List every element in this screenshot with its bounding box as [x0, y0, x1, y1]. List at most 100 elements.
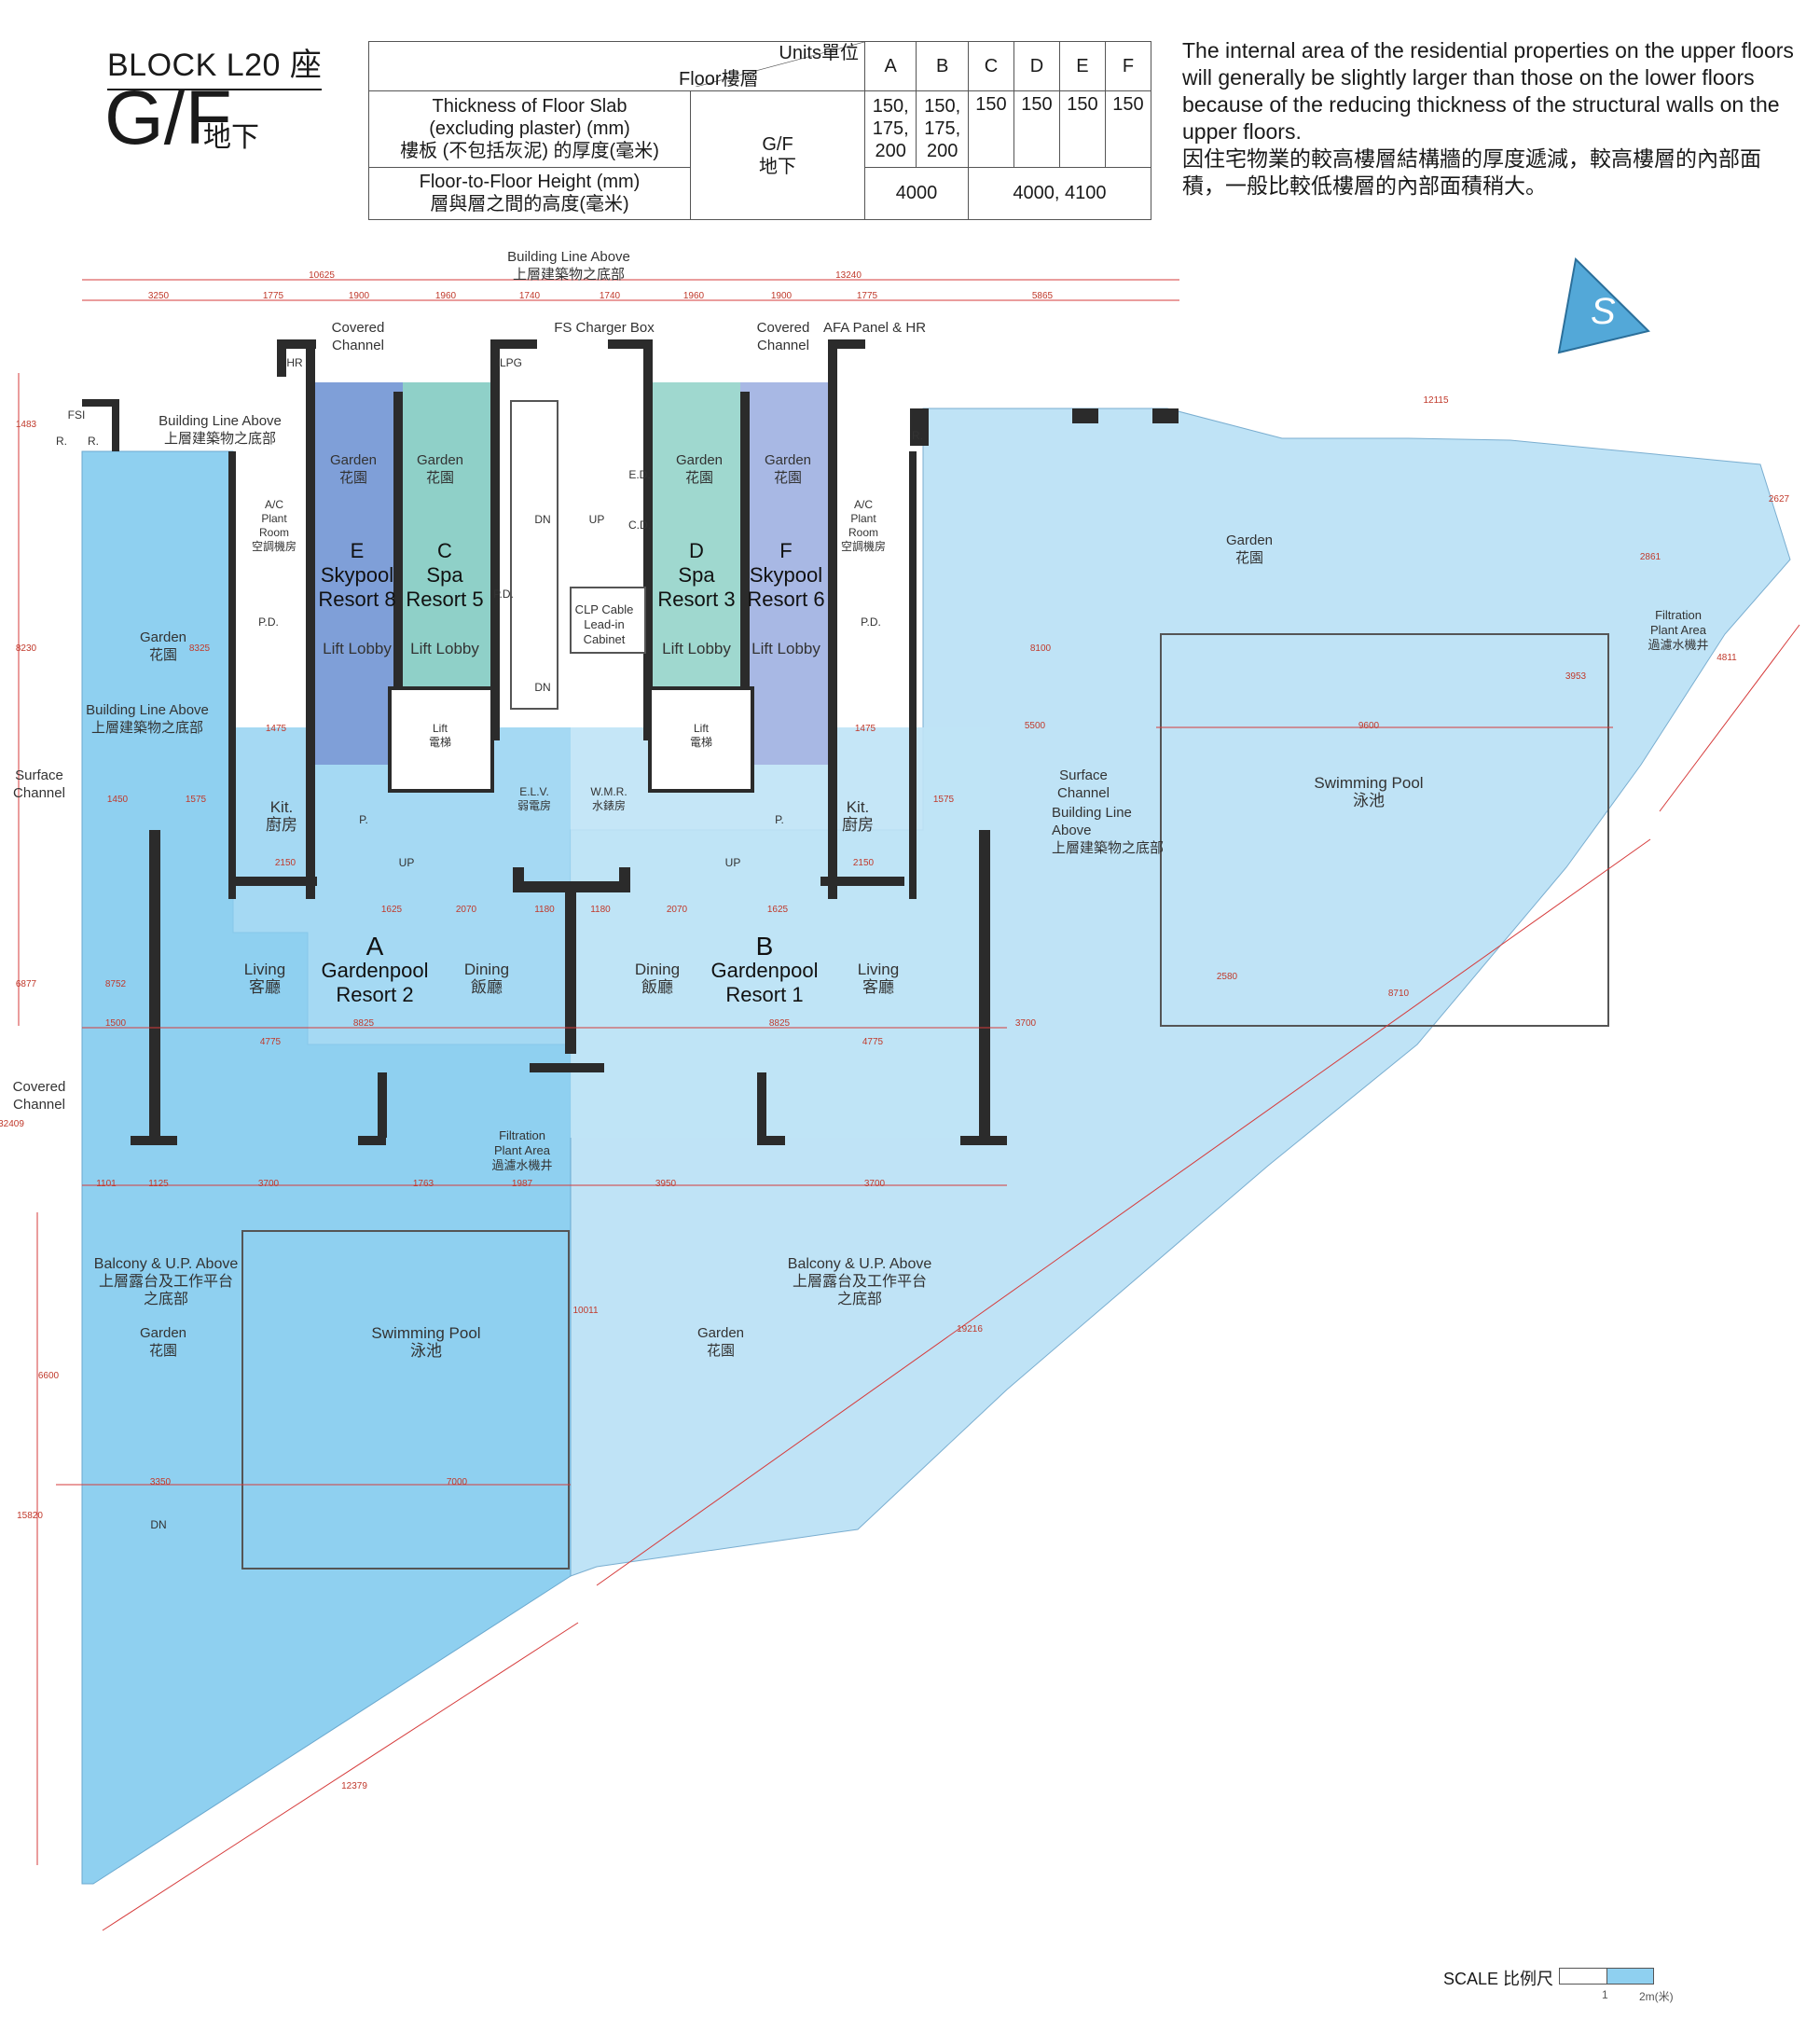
- dim-1450: 1450: [106, 795, 129, 805]
- dim-12379: 12379: [341, 1781, 367, 1791]
- walls: [82, 339, 1179, 1145]
- dim-1475-a: 1475: [265, 724, 287, 734]
- pd-right-label: P.D.: [861, 615, 881, 629]
- dim-1960-a: 1960: [434, 291, 457, 301]
- dim-6877: 6877: [15, 979, 37, 989]
- filtration-right-label: Filtration Plant Area 過濾水機井: [1648, 608, 1709, 652]
- surface-channel-right-label: Surface Channel: [1057, 768, 1110, 801]
- slab-e: 150: [1058, 90, 1106, 168]
- slab-c: 150: [967, 90, 1014, 168]
- slab-f: 150: [1104, 90, 1152, 168]
- dim-2150-a: 2150: [274, 858, 296, 868]
- unit-a-letter: A: [365, 932, 384, 961]
- stair-dn2-label: DN: [534, 681, 551, 694]
- kitchen-left-label: Kit. 廚房: [266, 798, 297, 834]
- r-label-left-2: R.: [88, 435, 99, 448]
- unit-col-b: B: [916, 41, 969, 91]
- up-right-label: UP: [724, 856, 741, 869]
- dim-2150-b: 2150: [852, 858, 875, 868]
- lift-right-label: Lift 電梯: [689, 722, 713, 749]
- scale-bar: [1559, 1968, 1654, 1985]
- dimension-lines: [18, 279, 1800, 1931]
- unit-c-name: Spa Resort 5: [406, 563, 484, 611]
- covered-channel-bottom-label: Covered Channel: [12, 1079, 66, 1113]
- living-left-label: Living 客廳: [243, 961, 286, 996]
- dim-1125: 1125: [148, 1179, 169, 1189]
- dim-1101: 1101: [96, 1179, 117, 1189]
- dim-1900-b: 1900: [770, 291, 793, 301]
- dim-3350: 3350: [149, 1477, 172, 1487]
- hr-label: HR: [286, 356, 303, 369]
- dim-1575-a: 1575: [185, 795, 207, 805]
- floor-title-cn: 地下: [203, 122, 259, 153]
- building-line-right-label: Building Line Above 上層建築物之底部: [1051, 805, 1165, 856]
- slab-label: Thickness of Floor Slab (excluding plast…: [368, 90, 691, 168]
- stair-dn-label: DN: [534, 513, 551, 526]
- slab-a: 150, 175, 200: [863, 90, 917, 168]
- afa-panel-label: AFA Panel & HR: [822, 320, 927, 336]
- unit-f-name: Skypool Resort 6: [747, 563, 825, 611]
- scale-tick-1: 1: [1602, 1988, 1608, 2001]
- unit-col-d: D: [1013, 41, 1060, 91]
- building-line-top-label: Building Line Above 上層建築物之底部: [507, 249, 630, 283]
- stair-up-label: UP: [588, 513, 605, 526]
- unit-b-area: [571, 727, 990, 1138]
- dim-12115: 12115: [1423, 395, 1449, 406]
- floor-label: Floor樓層: [679, 69, 759, 90]
- dim-15820: 15820: [17, 1511, 43, 1521]
- dim-1960-b: 1960: [682, 291, 705, 301]
- cd-label: C.D.: [628, 519, 651, 532]
- garden-left-label: Garden 花園: [139, 629, 187, 663]
- up-left-label: UP: [398, 856, 415, 869]
- dn-bottom-label: DN: [150, 1518, 167, 1531]
- garden-right-label: Garden 花園: [1225, 532, 1274, 566]
- unit-a-name: Gardenpool Resort 2: [321, 959, 429, 1006]
- clp-cabinet-box: [570, 587, 646, 654]
- dim-32409: 32409: [0, 1119, 24, 1129]
- pd-mid-label: P.D.: [493, 588, 514, 601]
- stair-core: [510, 400, 558, 710]
- dim-8325: 8325: [188, 643, 211, 654]
- garden-bottom-left-label: Garden 花園: [139, 1325, 187, 1359]
- dim-8825-b: 8825: [768, 1018, 791, 1029]
- ac-plant-right-label: A/C Plant Room 空調機房: [840, 498, 887, 553]
- floor-value: G/F 地下: [690, 90, 865, 220]
- block-title: BLOCK L20 座: [107, 39, 323, 90]
- height-ab: 4000: [864, 166, 969, 221]
- dim-2070-b: 2070: [666, 905, 688, 915]
- dim-6600: 6600: [37, 1371, 60, 1381]
- dim-3700-c: 3700: [1014, 1018, 1037, 1029]
- dim-10625: 10625: [309, 270, 335, 281]
- dim-2580: 2580: [1216, 972, 1238, 982]
- dim-1483: 1483: [15, 420, 37, 430]
- scale-tick-2: 2m(米): [1639, 1990, 1674, 2003]
- unit-col-e: E: [1058, 41, 1106, 91]
- dim-3950: 3950: [655, 1179, 677, 1189]
- units-label: Units單位: [779, 43, 859, 63]
- building-line-left-label: Building Line Above 上層建築物之底部: [159, 413, 282, 447]
- lpg-label: LPG: [499, 356, 523, 369]
- covered-channel-right-label: Covered Channel: [756, 320, 810, 353]
- dim-5500: 5500: [1024, 721, 1046, 731]
- garden-c-label: Garden 花園: [416, 452, 464, 486]
- dim-1740-b: 1740: [599, 291, 621, 301]
- dim-8710: 8710: [1387, 989, 1410, 999]
- unit-col-f: F: [1104, 41, 1152, 91]
- dim-1625-a: 1625: [380, 905, 403, 915]
- dim-1625-b: 1625: [766, 905, 789, 915]
- r-label-right: R.: [912, 429, 923, 442]
- pool-left: [241, 1230, 570, 1570]
- dim-5865: 5865: [1031, 291, 1054, 301]
- elv-label: E.L.V. 弱電房: [517, 785, 552, 812]
- unit-d-name: Spa Resort 3: [657, 563, 736, 611]
- upper-floor-note: The internal area of the residential pro…: [1182, 38, 1794, 198]
- lift-lobby-d-label: Lift Lobby: [662, 640, 731, 657]
- building-line-left2-label: Building Line Above 上層建築物之底部: [86, 702, 209, 736]
- unit-d-area: [653, 382, 740, 699]
- dim-3250: 3250: [147, 291, 170, 301]
- dim-8825-a: 8825: [352, 1018, 375, 1029]
- dim-1740-a: 1740: [518, 291, 541, 301]
- unit-f-area: [740, 382, 828, 765]
- dim-19216: 19216: [957, 1324, 983, 1335]
